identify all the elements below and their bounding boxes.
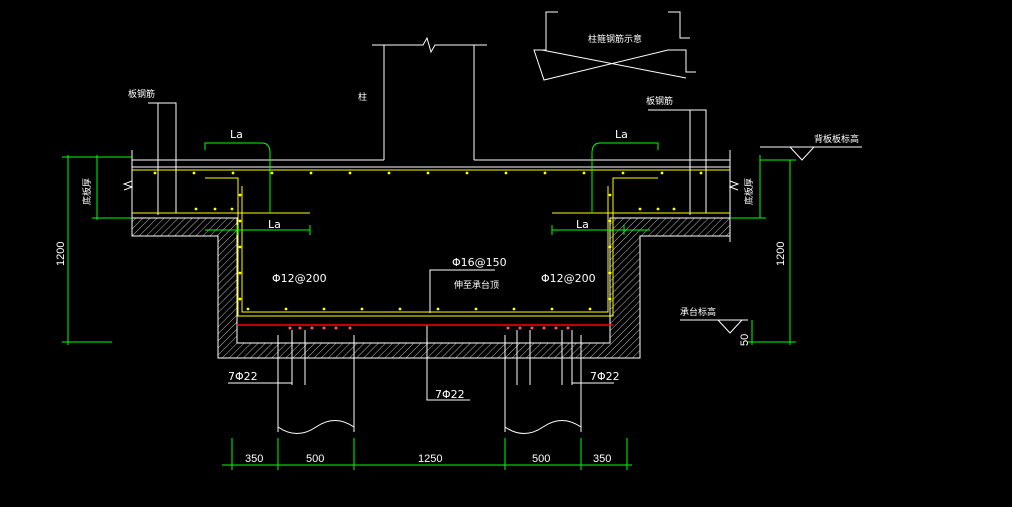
- bottom-bar: [237, 324, 613, 330]
- rebar-dot: [512, 307, 516, 311]
- slab-level-label: 背板板标高: [814, 133, 859, 145]
- rebar-dot: [238, 245, 242, 249]
- rebar-center-label: Φ16@150: [452, 256, 507, 269]
- rebar-dot: [608, 271, 612, 275]
- pile-rebar-dot: [554, 326, 558, 330]
- rebar-dot: [238, 271, 242, 275]
- pile-rebar-right-label: 7Φ22: [590, 370, 620, 383]
- rebar-dot: [474, 307, 478, 311]
- rebar-dot: [543, 171, 547, 175]
- rebar-dot: [672, 207, 676, 211]
- rebar-right-label: Φ12@200: [541, 272, 596, 285]
- pile-rebar-center-label: 7Φ22: [435, 388, 465, 401]
- rebar-dot: [660, 171, 664, 175]
- slab-rebar-right-label: 板钢筋: [646, 95, 673, 107]
- structure-lines: [122, 11, 862, 434]
- rebar-dot: [504, 171, 508, 175]
- rebar-dot: [360, 307, 364, 311]
- rebar-dot: [238, 297, 242, 301]
- rebar-dot: [238, 219, 242, 223]
- dimension-lines: [62, 142, 796, 470]
- rebar-dot: [270, 171, 274, 175]
- cap-level-label: 承台标高: [680, 306, 716, 318]
- la-top-left-label: La: [230, 128, 243, 141]
- rebar-dot: [387, 171, 391, 175]
- pile-rebar-left-label: 7Φ22: [228, 370, 258, 383]
- rebar-dot: [192, 171, 196, 175]
- rebar-dot: [621, 171, 625, 175]
- slab-rebar-left-label: 板钢筋: [128, 88, 155, 100]
- rebar-dot: [231, 171, 235, 175]
- rebar-dot: [230, 207, 234, 211]
- rebar-dot: [582, 171, 586, 175]
- rebar-center-note: 伸至承台顶: [454, 279, 499, 291]
- pile-rebar-dot: [298, 326, 302, 330]
- rebar-dot: [284, 307, 288, 311]
- bottom-dimension-2: 500: [306, 453, 324, 465]
- la-bottom-left-label: La: [268, 218, 281, 231]
- pile-rebar-dot: [518, 326, 522, 330]
- slab-thickness-right-label: 底板厚: [743, 178, 755, 205]
- column-label: 柱: [358, 91, 367, 103]
- height-left-dimension: 1200: [55, 242, 67, 266]
- bottom-dimension-1: 350: [245, 453, 263, 465]
- rebar-dot: [608, 297, 612, 301]
- cap-level-value: 50: [739, 334, 751, 346]
- rebar-dots: [153, 171, 703, 311]
- slab-thickness-left-label: 底板厚: [81, 178, 93, 205]
- rebar-dot: [608, 219, 612, 223]
- rebar-dot: [699, 171, 703, 175]
- rebar-dot: [238, 193, 242, 197]
- bottom-dimension-4: 500: [532, 453, 550, 465]
- pile-rebar-dot: [566, 326, 570, 330]
- rebar-dot: [608, 193, 612, 197]
- pile-rebar-dot: [310, 326, 314, 330]
- rebar-dot: [436, 307, 440, 311]
- rebar-dot: [309, 171, 313, 175]
- la-bottom-right-label: La: [576, 218, 589, 231]
- bottom-dimension-3: 1250: [418, 453, 442, 465]
- bottom-dimension-5: 350: [593, 453, 611, 465]
- rebar-dot: [656, 207, 660, 211]
- rebar-dot: [426, 171, 430, 175]
- height-right-dimension: 1200: [775, 242, 787, 266]
- pile-rebar-dot: [542, 326, 546, 330]
- rebar-dot: [213, 207, 217, 211]
- annotation-labels: 柱 柱箍钢筋示意 板钢筋 板钢筋 底板厚 底板厚 La La La La Φ12…: [55, 33, 859, 465]
- rebar-dot: [588, 307, 592, 311]
- rebar-left-label: Φ12@200: [272, 272, 327, 285]
- rebar-dot: [322, 307, 326, 311]
- rebar-dot: [153, 171, 157, 175]
- rebar-dot: [465, 171, 469, 175]
- la-top-right-label: La: [615, 128, 628, 141]
- rebar-dot: [246, 307, 250, 311]
- pile-rebar-dot: [322, 326, 326, 330]
- pile-rebar-dot: [348, 326, 352, 330]
- rebar-dot: [348, 171, 352, 175]
- rebar-dot: [550, 307, 554, 311]
- rebar-lines: [132, 169, 730, 317]
- rebar-dot: [608, 245, 612, 249]
- pile-rebar-dot: [530, 326, 534, 330]
- pile-rebar-dot: [334, 326, 338, 330]
- rebar-dot: [194, 207, 198, 211]
- rebar-dot: [398, 307, 402, 311]
- cap-hatch: [131, 217, 731, 359]
- rebar-dot: [638, 207, 642, 211]
- column-rebar-note: 柱箍钢筋示意: [588, 33, 642, 45]
- pile-rebar-dot: [506, 326, 510, 330]
- pile-rebar-dot: [288, 326, 292, 330]
